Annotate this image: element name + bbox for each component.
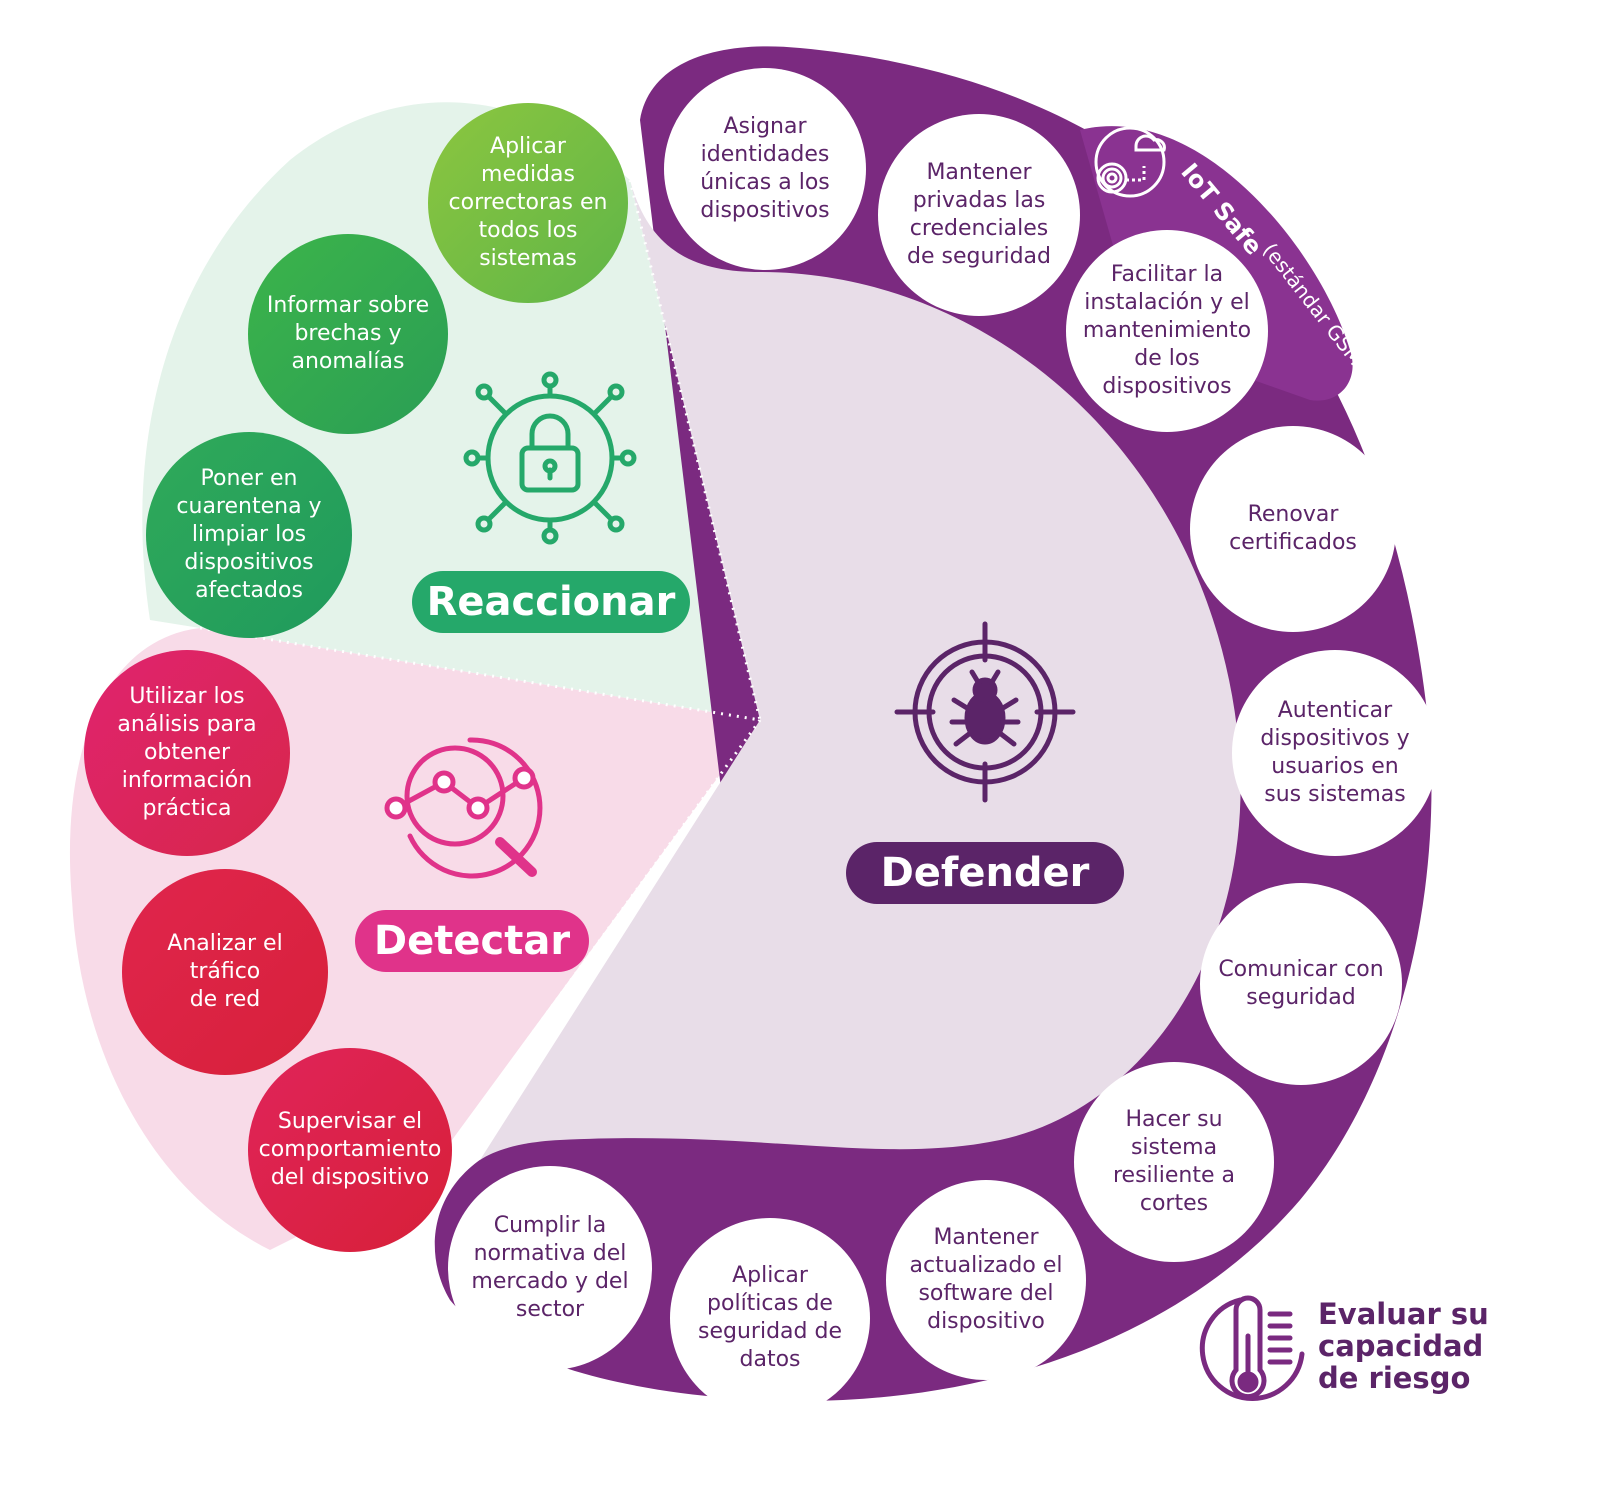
defender-item-1: Asignar identidades únicas a los disposi… [664, 68, 866, 270]
detectar-item-3: Supervisar el comportamiento del disposi… [248, 1048, 452, 1252]
defender-item-2: Mantener privadas las credenciales de se… [878, 114, 1080, 316]
defend-inner [480, 180, 1241, 1160]
analytics-magnifier-icon [384, 737, 543, 879]
reaccionar-item-1: Aplicar medidas correctoras en todos los… [428, 103, 628, 303]
defender-item-6: Comunicar con seguridad [1200, 883, 1402, 1085]
defender-item-9: Aplicar políticas de seguridad de datos [670, 1218, 870, 1418]
defender-item-5: Autenticar dispositivos y usuarios en su… [1232, 650, 1438, 856]
defender-item-8: Mantener actualizado el software del dis… [886, 1180, 1086, 1380]
detectar-item-2: Analizar el tráfico de red [122, 869, 328, 1075]
reaccionar-label: Reaccionar [412, 571, 690, 633]
defender-item-4: Renovar certificados [1190, 426, 1396, 632]
detectar-item-1: Utilizar los análisis para obtener infor… [84, 650, 290, 856]
network-lock-icon [463, 371, 637, 545]
cloud-fingerprint-icon [1094, 126, 1166, 198]
thermometer-icon [1199, 1295, 1305, 1401]
defender-item-10: Cumplir la normativa del mercado y del s… [448, 1166, 652, 1370]
detectar-label: Detectar [355, 910, 589, 972]
defender-item-3: Facilitar la instalación y el mantenimie… [1066, 230, 1268, 432]
separator-line-2 [199, 626, 761, 722]
reaccionar-item-3: Poner en cuarentena y limpiar los dispos… [146, 432, 352, 638]
bug-target-icon [894, 621, 1076, 803]
evaluar-label: Evaluar su capacidad de riesgo [1318, 1297, 1489, 1395]
separator-line-3 [438, 719, 762, 1161]
defender-item-7: Hacer su sistema resiliente a cortes [1074, 1062, 1274, 1262]
reaccionar-item-2: Informar sobre brechas y anomalías [248, 234, 448, 434]
defender-label: Defender [846, 842, 1124, 904]
